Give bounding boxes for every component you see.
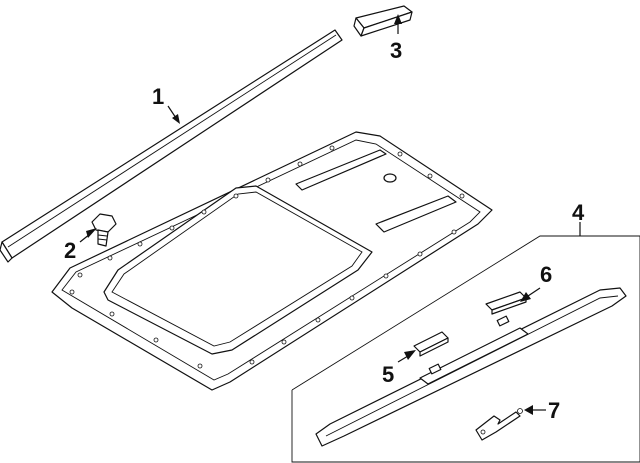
roof-panel	[51, 131, 493, 391]
roof-rack-rail	[315, 287, 627, 447]
callout-4-label: 4	[572, 200, 585, 225]
callout-3: 3	[390, 14, 402, 63]
roof-molding	[0, 29, 343, 263]
callout-1: 1	[152, 84, 180, 124]
callout-2: 2	[64, 228, 97, 263]
bolt	[91, 213, 117, 247]
callout-6: 6	[520, 262, 552, 302]
callout-5-label: 5	[382, 362, 394, 387]
rail-end-cover-front	[413, 331, 449, 357]
callout-7: 7	[524, 398, 560, 423]
callout-3-label: 3	[390, 38, 402, 63]
bracket	[353, 5, 413, 37]
clip	[475, 408, 523, 441]
callout-7-label: 7	[548, 398, 560, 423]
assembly-box	[291, 235, 640, 463]
mounting-holes	[69, 145, 465, 369]
callout-6-label: 6	[540, 262, 552, 287]
callout-2-label: 2	[64, 238, 76, 263]
callout-4: 4	[572, 200, 585, 225]
callout-1-label: 1	[152, 84, 164, 109]
rail-end-cover-rear	[485, 291, 527, 315]
callout-5: 5	[382, 350, 416, 387]
